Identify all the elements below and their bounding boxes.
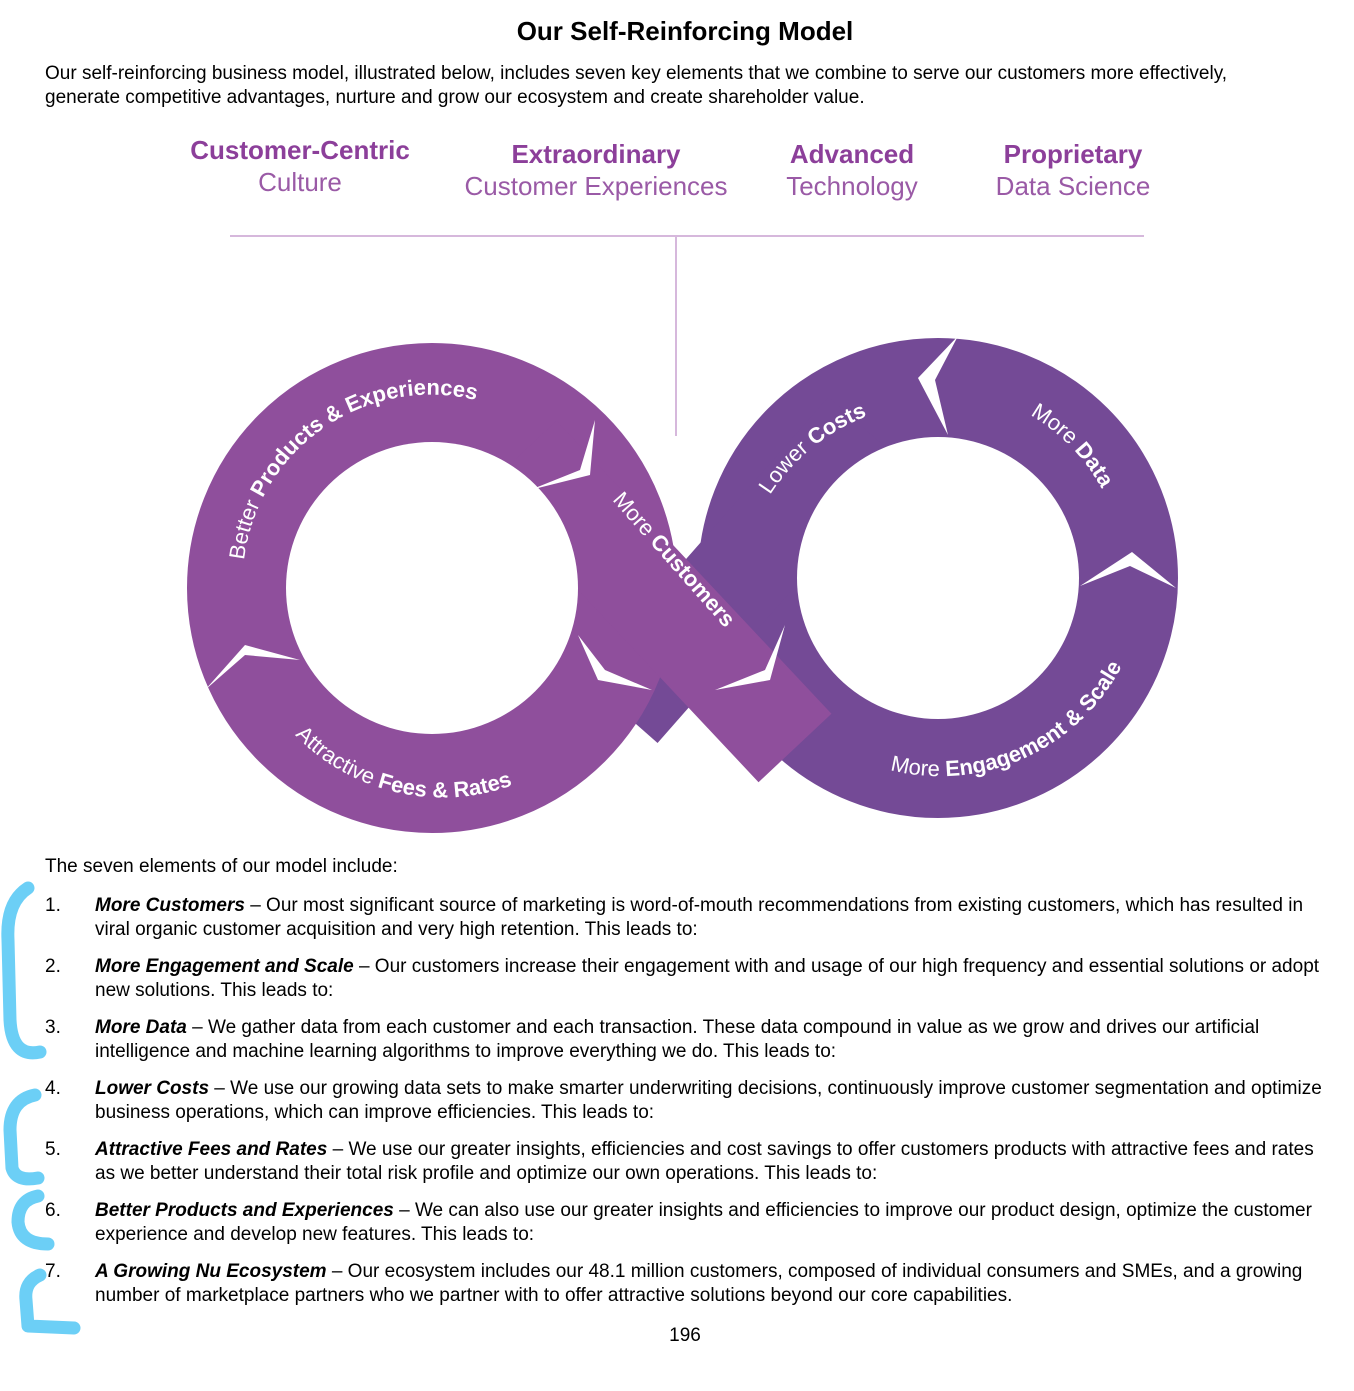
- page-number: 196: [669, 1325, 701, 1346]
- element-term: Attractive Fees and Rates: [95, 1139, 328, 1160]
- crossing-band-more-customers: [483, 420, 832, 783]
- list-number: 3.: [45, 1017, 61, 1038]
- pillar-subtitle: Culture: [258, 167, 342, 197]
- list-item: 2. More Engagement and Scale – Our custom…: [45, 955, 1335, 1016]
- self-reinforcing-model-diagram: Better Products & Experiences Attractive…: [187, 235, 1178, 833]
- pillar-subtitle: Technology: [786, 171, 918, 201]
- handwritten-bracket-annotations: [1, 881, 81, 1335]
- list-number: 7.: [45, 1261, 61, 1282]
- bracket-mark: [3, 1088, 45, 1186]
- divider-arrow-icon: [918, 336, 958, 435]
- bracket-mark: [11, 1189, 55, 1251]
- list-number: 4.: [45, 1078, 61, 1099]
- infinity-loop: [187, 338, 1178, 833]
- pillar-customer-centric-culture: Customer-Centric Culture: [170, 134, 430, 198]
- element-term: Better Products and Experiences: [95, 1200, 394, 1221]
- list-item: 6. Better Products and Experiences – We c…: [45, 1199, 1335, 1260]
- element-description: – Our most significant source of marketi…: [95, 895, 1304, 940]
- divider-arrow-icon: [530, 420, 595, 490]
- divider-arrow-icon: [205, 645, 300, 690]
- list-item: 4. Lower Costs – We use our growing data …: [45, 1077, 1335, 1138]
- segment-divider-arrows: [205, 336, 1176, 690]
- element-description: – Our ecosystem includes our 48.1 millio…: [95, 1261, 1303, 1306]
- element-description: – We can also use our greater insights a…: [95, 1200, 1312, 1245]
- pillar-subtitle: Customer Experiences: [464, 171, 728, 201]
- divider-arrow-icon: [1080, 552, 1176, 588]
- list-item: 5. Attractive Fees and Rates – We use our…: [45, 1138, 1335, 1199]
- element-description: – We use our greater insights, efficienc…: [95, 1139, 1314, 1184]
- bracket-mark: [19, 1268, 81, 1335]
- pillar-subtitle: Data Science: [995, 171, 1151, 201]
- list-number: 2.: [45, 956, 61, 977]
- connector-lines: [230, 235, 1144, 436]
- element-description: – Our customers increase their engagemen…: [95, 956, 1320, 1001]
- element-term: More Engagement and Scale: [95, 956, 354, 977]
- element-term: A Growing Nu Ecosystem: [95, 1261, 327, 1282]
- left-loop-hole: [286, 442, 578, 734]
- pillar-title: Extraordinary: [511, 139, 681, 169]
- list-intro: The seven elements of our model include:: [45, 856, 398, 877]
- divider-arrow-icon: [578, 635, 652, 690]
- bracket-mark: [1, 881, 47, 1060]
- list-number: 6.: [45, 1200, 61, 1221]
- pillar-title: Customer-Centric: [190, 135, 410, 165]
- element-description: – We use our growing data sets to make s…: [95, 1078, 1322, 1123]
- pillar-title: Proprietary: [1003, 139, 1143, 169]
- list-item: 3. More Data – We gather data from each c…: [45, 1016, 1335, 1077]
- pillar-extraordinary-experiences: Extraordinary Customer Experiences: [440, 138, 752, 202]
- element-term: Lower Costs: [95, 1078, 210, 1099]
- elements-list: 1. More Customers – Our most significant …: [45, 894, 1335, 1321]
- right-loop-hole: [797, 437, 1079, 719]
- pillar-title: Advanced: [789, 139, 915, 169]
- list-number: 1.: [45, 895, 61, 916]
- list-item: 1. More Customers – Our most significant …: [45, 894, 1335, 955]
- list-number: 5.: [45, 1139, 61, 1160]
- element-term: More Customers: [95, 895, 245, 916]
- intro-paragraph: Our self-reinforcing business model, ill…: [45, 63, 1228, 108]
- pillar-advanced-technology: Advanced Technology: [762, 138, 942, 202]
- divider-arrow-icon: [715, 625, 785, 690]
- page-title: Our Self-Reinforcing Model: [516, 16, 854, 46]
- list-item: 7. A Growing Nu Ecosystem – Our ecosystem…: [45, 1260, 1335, 1321]
- element-term: More Data: [95, 1017, 187, 1038]
- element-description: – We gather data from each customer and …: [95, 1017, 1260, 1062]
- pillar-proprietary-data-science: Proprietary Data Science: [975, 138, 1171, 202]
